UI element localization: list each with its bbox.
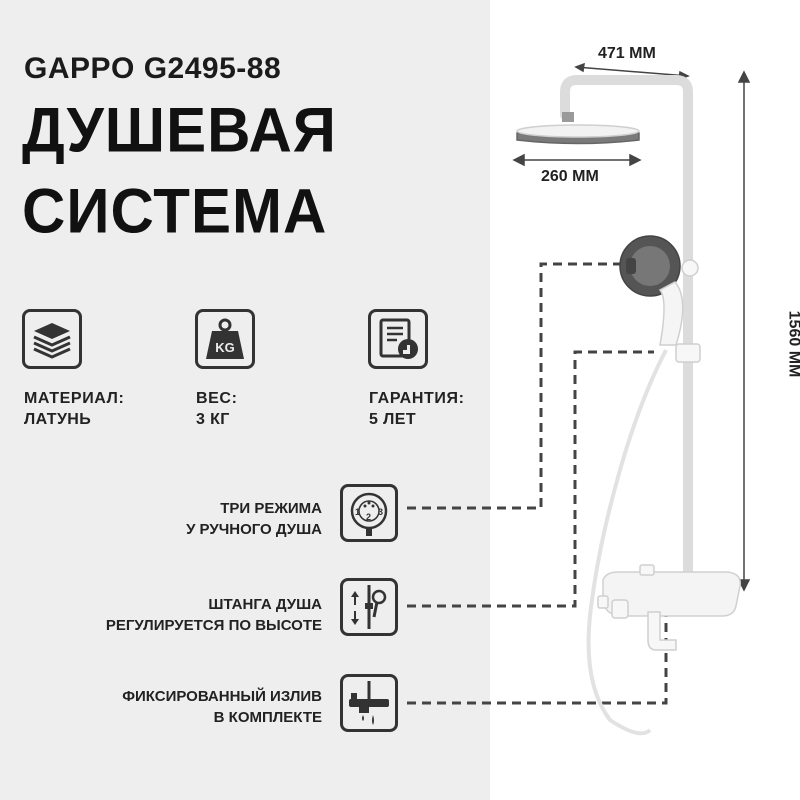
brand-model: GAPPO G2495-88 [24,52,282,85]
dim-top-width-label: 471 ММ [598,45,656,62]
svg-text:1: 1 [355,507,360,517]
weight-icon: KG [195,309,255,369]
feature-modes-line1: ТРИ РЕЖИМА [220,500,322,517]
svg-text:2: 2 [366,512,371,522]
left-panel [0,0,490,800]
dim-head-label: 260 ММ [541,168,599,185]
leader-line-height [407,350,654,608]
weight-icon-text: KG [215,340,235,355]
dimension-height [737,70,751,592]
height-adjust-icon [340,578,398,636]
title-line-1: ДУШЕВАЯ [22,95,337,166]
title-line-2: СИСТЕМА [22,176,328,247]
leader-line-spout [407,612,668,705]
layers-icon [22,309,82,369]
feature-height: ШТАНГА ДУША РЕГУЛИРУЕТСЯ ПО ВЫСОТЕ [106,594,322,636]
warranty-label: ГАРАНТИЯ: [369,390,465,407]
feature-spout-line1: ФИКСИРОВАННЫЙ ИЗЛИВ [122,688,322,705]
material-label: МАТЕРИАЛ: [24,390,125,407]
feature-spout-line2: В КОМПЛЕКТЕ [213,709,322,726]
spout-icon [340,674,398,732]
dim-height-label: 1560 ММ [785,310,800,378]
svg-text:3: 3 [378,507,383,517]
warranty-value: 5 ЛЕТ [369,411,417,428]
feature-height-line1: ШТАНГА ДУША [208,596,322,613]
shower-modes-icon: 1 2 3 [340,484,398,542]
shower-column [516,75,741,736]
certificate-icon [368,309,428,369]
feature-modes: ТРИ РЕЖИМА У РУЧНОГО ДУША [186,498,322,540]
feature-spout: ФИКСИРОВАННЫЙ ИЗЛИВ В КОМПЛЕКТЕ [122,686,322,728]
weight-label: ВЕС: [196,390,238,407]
leader-line-modes [407,262,624,510]
weight-value: 3 КГ [196,411,230,428]
feature-modes-line2: У РУЧНОГО ДУША [186,521,322,538]
feature-height-line2: РЕГУЛИРУЕТСЯ ПО ВЫСОТЕ [105,617,322,634]
leader-lines [407,262,668,705]
material-value: ЛАТУНЬ [24,411,92,428]
dimension-head [512,153,642,167]
